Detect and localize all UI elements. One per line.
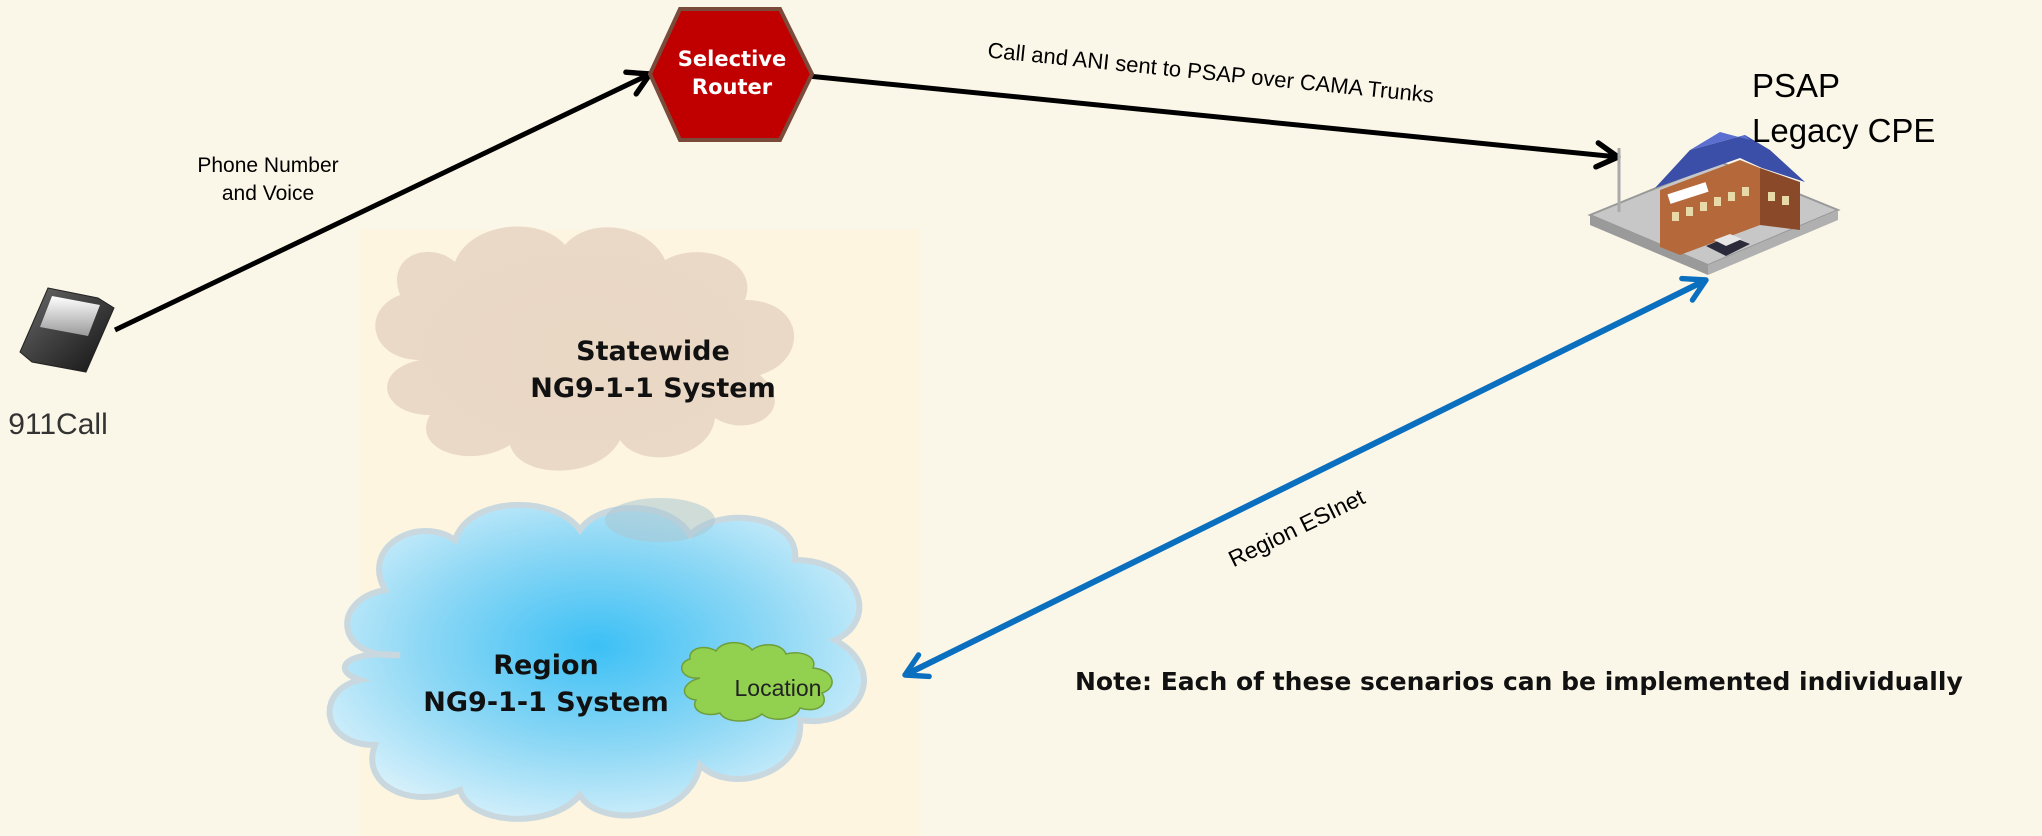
statewide-label-line1: Statewide <box>576 336 730 367</box>
phone-to-router-arrow <box>113 69 653 333</box>
phone-label: 911Call <box>8 408 108 441</box>
region-psap-arrow <box>902 275 1709 680</box>
region-label-line2: NG9-1-1 System <box>423 687 668 718</box>
psap-label-line2: Legacy CPE <box>1752 112 1935 149</box>
psap-label-line1: PSAP <box>1752 67 1840 104</box>
router-label-line2: Router <box>692 75 773 99</box>
router-to-psap-arrow <box>807 73 1621 170</box>
region-label-line1: Region <box>493 650 598 681</box>
region-cloud-shape <box>326 502 867 822</box>
router-label-line1: Selective <box>678 47 786 71</box>
edge-phone-router-label-line2: and Voice <box>222 182 314 205</box>
cloud-overlap <box>605 498 715 542</box>
phone-icon <box>19 287 115 373</box>
location-cloud <box>680 641 833 722</box>
selective-router-shape <box>647 7 815 142</box>
police-station-icon <box>1587 132 1841 275</box>
region-cloud <box>326 498 867 822</box>
statewide-label-line2: NG9-1-1 System <box>530 373 775 404</box>
edge-phone-router-label-line1: Phone Number <box>197 154 338 177</box>
edge-region-psap-label: Region ESInet <box>1224 483 1369 572</box>
statewide-cloud-shape <box>375 226 795 471</box>
statewide-cloud <box>375 226 795 471</box>
location-cloud-shape <box>680 641 833 722</box>
edge-router-psap-label: Call and ANI sent to PSAP over CAMA Trun… <box>986 37 1435 107</box>
note-text: Note: Each of these scenarios can be imp… <box>1075 667 1963 696</box>
location-label: Location <box>735 675 822 701</box>
